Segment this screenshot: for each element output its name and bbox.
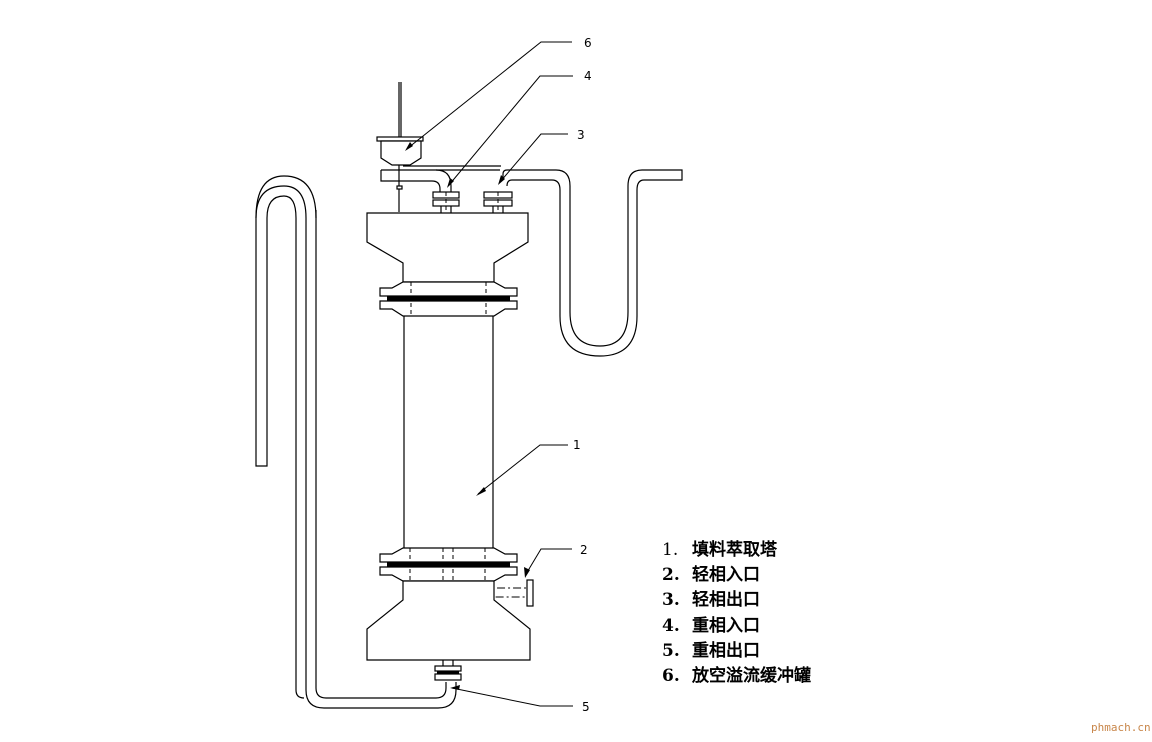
heavy-phase-inlet-pipe bbox=[380, 165, 501, 192]
callout-5: 5 bbox=[450, 685, 590, 714]
legend-item: 3. 轻相出口 bbox=[662, 588, 811, 613]
legend-item: 4. 重相入口 bbox=[662, 614, 811, 639]
legend-text: 重相出口 bbox=[692, 640, 760, 661]
legend-item: 1. 填料萃取塔 bbox=[662, 538, 811, 563]
legend: 1. 填料萃取塔 2. 轻相入口 3. 轻相出口 4. 重相入口 5. 重相出口… bbox=[662, 538, 811, 689]
tower-bottom-head bbox=[366, 580, 531, 661]
legend-text: 轻相出口 bbox=[692, 590, 760, 611]
heavy-phase-outlet-pipe bbox=[255, 175, 457, 709]
legend-text: 重相入口 bbox=[692, 615, 760, 636]
top-nozzle-3 bbox=[483, 191, 513, 213]
legend-number: 2. bbox=[662, 565, 680, 586]
legend-number: 1. bbox=[662, 540, 679, 560]
bottom-nozzle-5 bbox=[434, 660, 462, 681]
callout-6: 6 bbox=[405, 36, 592, 151]
callout-5-label: 5 bbox=[582, 700, 590, 714]
legend-item: 2. 轻相入口 bbox=[662, 563, 811, 588]
callout-2-label: 2 bbox=[580, 543, 588, 557]
legend-text: 放空溢流缓冲罐 bbox=[692, 666, 811, 687]
legend-number: 5. bbox=[662, 640, 680, 661]
legend-text: 轻相入口 bbox=[692, 565, 760, 586]
watermark: phmach.cn bbox=[1091, 721, 1151, 734]
top-nozzle-4 bbox=[432, 191, 460, 213]
legend-number: 3. bbox=[662, 590, 680, 611]
callout-1: 1 bbox=[476, 438, 581, 496]
tower-top-head bbox=[366, 212, 529, 283]
upper-flange bbox=[379, 281, 518, 317]
callout-2: 2 bbox=[524, 543, 588, 578]
legend-item: 5. 重相出口 bbox=[662, 639, 811, 664]
legend-number: 6. bbox=[662, 666, 680, 687]
column-body bbox=[403, 316, 494, 548]
legend-number: 4. bbox=[662, 615, 680, 636]
overflow-buffer-tank bbox=[376, 82, 424, 212]
legend-item: 6. 放空溢流缓冲罐 bbox=[662, 664, 811, 689]
callout-4-label: 4 bbox=[584, 69, 592, 83]
lower-flange bbox=[379, 547, 518, 582]
callout-1-label: 1 bbox=[573, 438, 581, 452]
light-phase-outlet-pipe bbox=[502, 169, 683, 357]
callout-6-label: 6 bbox=[584, 36, 592, 50]
callout-4: 4 bbox=[447, 69, 592, 188]
legend-text: 填料萃取塔 bbox=[692, 540, 777, 560]
callout-3: 3 bbox=[498, 128, 585, 185]
callout-3-label: 3 bbox=[577, 128, 585, 142]
